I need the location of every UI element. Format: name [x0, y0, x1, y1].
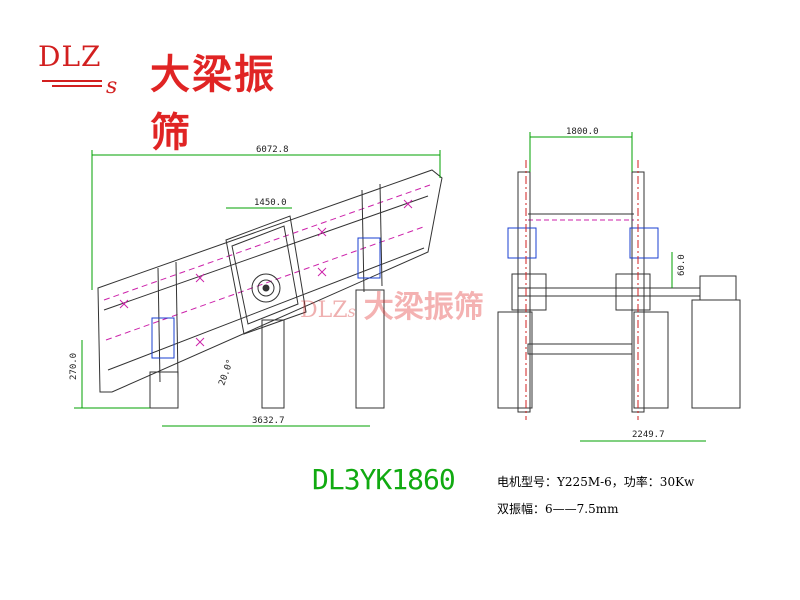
watermark-brand: 大梁振筛	[363, 290, 484, 325]
side-view-dimensions	[74, 150, 441, 427]
dim-base-right: 2249.7	[632, 430, 665, 440]
dim-angle: 20.0°	[217, 358, 236, 387]
dim-overall-length: 6072.8	[256, 145, 289, 155]
motor-base	[691, 299, 741, 409]
logo-underline	[42, 80, 102, 82]
brand-logo: DLZ s 大梁振筛	[38, 38, 303, 156]
spring-seat-right	[357, 237, 381, 279]
dim-side-height: 60.0	[677, 254, 687, 276]
base-column-left	[149, 371, 179, 409]
rib-4	[379, 183, 383, 287]
side-view	[97, 169, 443, 409]
exciter-wheel-inner	[257, 279, 275, 297]
exciter-hub	[262, 284, 270, 292]
watermark-letter-s: s	[347, 302, 356, 321]
spring-left	[507, 227, 537, 259]
spring-right	[629, 227, 659, 259]
logo-brand-name: 大梁振筛	[150, 52, 276, 156]
screen-box-outline	[97, 169, 443, 393]
logo-letters: DLZ	[38, 40, 102, 73]
exciter-housing-inner	[231, 225, 299, 325]
amplitude-spec: 双振幅：6——7.5mm	[497, 502, 619, 516]
lower-beam	[527, 343, 633, 355]
bearing-right	[615, 273, 651, 311]
rib-2	[175, 261, 179, 379]
bearing-left	[511, 273, 547, 311]
leg-left	[497, 311, 533, 409]
rib-1	[157, 267, 161, 383]
dim-left-height: 270.0	[69, 353, 79, 380]
dim-top-width: 1800.0	[566, 127, 599, 137]
watermark-letters: DLZ	[300, 298, 348, 323]
spring-seat-left	[151, 317, 175, 359]
end-view-dimensions	[529, 132, 706, 442]
watermark: DLZs 大梁振筛	[300, 282, 484, 326]
logo-letter-s: s	[106, 74, 118, 99]
exciter-wheel-outer	[251, 273, 281, 303]
deck-line-3	[107, 247, 425, 371]
exciter-housing	[225, 215, 307, 335]
rib-3	[361, 189, 365, 293]
dim-base-span: 3632.7	[252, 416, 285, 426]
motor	[699, 275, 737, 301]
leg-right	[633, 311, 669, 409]
motor-spec: 电机型号：Y225M-6，功率：30Kw	[497, 475, 695, 489]
base-column-middle	[261, 319, 285, 409]
deck-line-4	[103, 184, 431, 301]
model-name: DL3YK1860	[312, 463, 456, 496]
base-column-right	[355, 289, 385, 409]
deck-hatch	[119, 199, 413, 347]
end-view	[497, 160, 741, 420]
deck-line-2	[105, 225, 427, 341]
dim-center-span: 1450.0	[254, 198, 287, 208]
side-wall-left	[517, 171, 531, 413]
logo-underline-2	[52, 85, 102, 87]
